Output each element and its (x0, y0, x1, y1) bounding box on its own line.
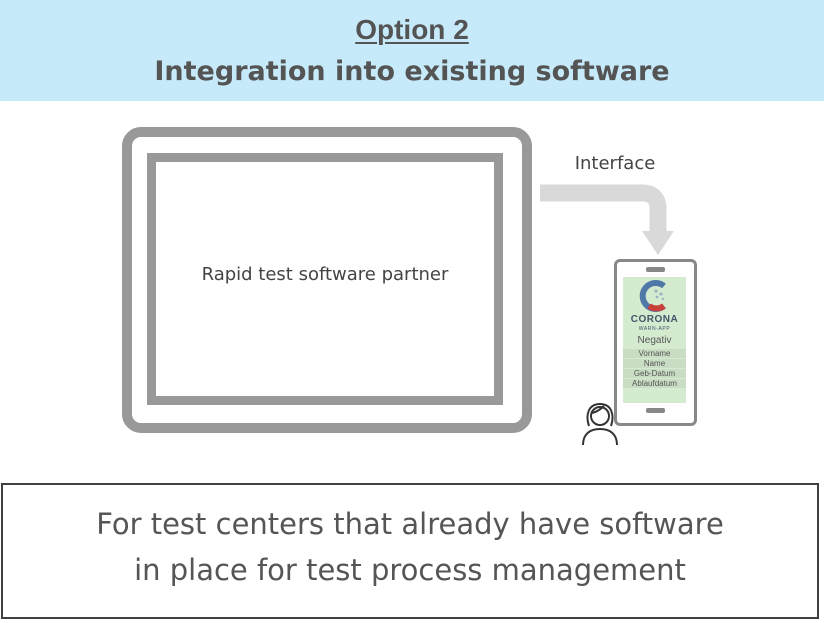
app-subtitle: WARN-APP (638, 326, 671, 332)
description-line-1: For test centers that already have softw… (96, 507, 724, 541)
option-heading: Option 2 (355, 14, 469, 45)
tablet-frame (122, 127, 532, 433)
test-result: Negativ (637, 335, 672, 346)
field-first-name: Vorname (623, 349, 686, 358)
phone-speaker (646, 267, 665, 272)
smartphone: CORONA WARN-APP Negativ Vorname Name Geb… (614, 259, 697, 426)
person-icon (582, 402, 618, 446)
phone-screen: CORONA WARN-APP Negativ Vorname Name Geb… (623, 277, 686, 403)
field-name: Name (623, 359, 686, 368)
phone-home-bar (646, 408, 665, 413)
description-line-2: in place for test process management (134, 553, 686, 587)
certificate-fields: Vorname Name Geb-Datum Ablaufdatum (623, 349, 686, 389)
field-expiry-date: Ablaufdatum (623, 379, 686, 388)
description-box: For test centers that already have softw… (1, 483, 819, 619)
corona-warn-app-logo-icon (639, 280, 666, 312)
field-birth-date: Geb-Datum (623, 369, 686, 378)
interface-label: Interface (574, 153, 656, 174)
header-banner: Option 2 Integration into existing softw… (0, 0, 824, 101)
tablet-screen (147, 153, 503, 405)
page-title: Integration into existing software (154, 56, 670, 87)
interface-arrow (540, 184, 674, 255)
tablet-label: Rapid test software partner (201, 264, 449, 285)
app-name: CORONA (630, 314, 679, 325)
